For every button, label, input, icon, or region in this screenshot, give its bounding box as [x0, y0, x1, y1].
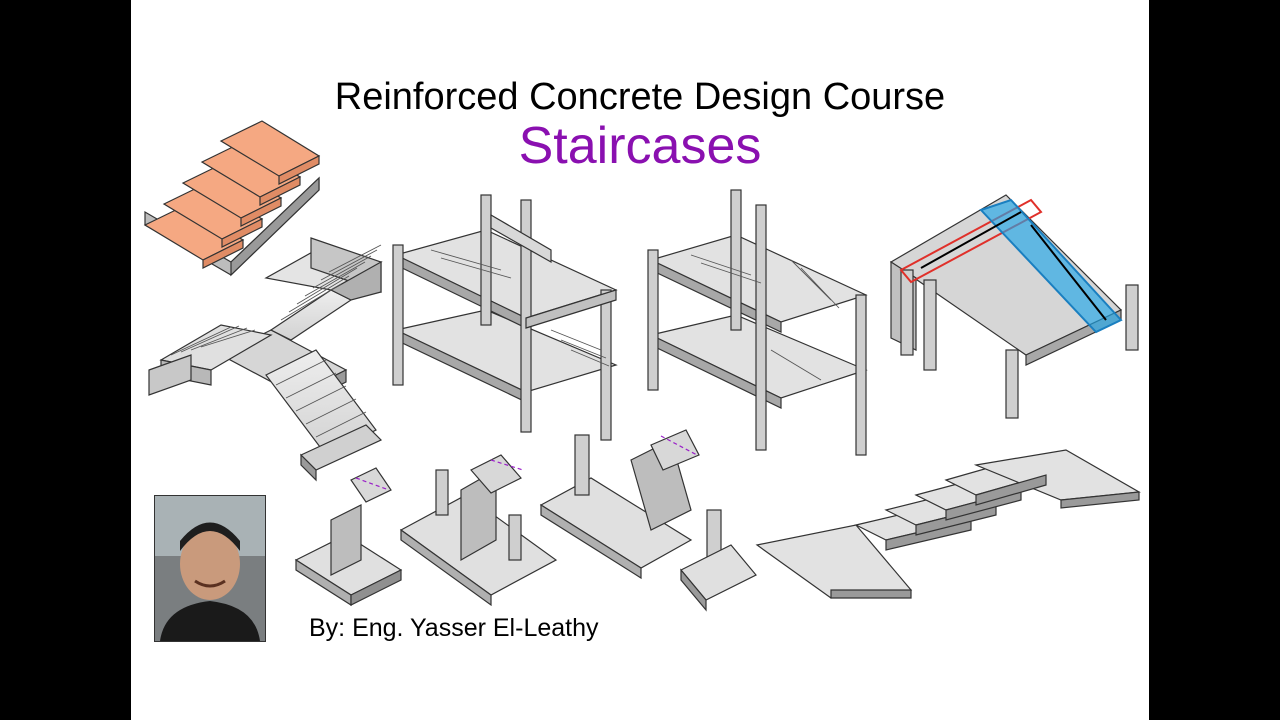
stair-flight-icon: [143, 120, 321, 277]
author-credit: By: Eng. Yasser El-Leathy: [309, 614, 599, 642]
author-photo: [154, 495, 266, 642]
stair-frame-icon: [392, 194, 618, 441]
stair-beam-icon: [889, 194, 1139, 419]
stair-footing-icon: [399, 454, 558, 607]
dog-leg-stair-icon: [148, 237, 383, 482]
course-title: Reinforced Concrete Design Course: [334, 76, 946, 118]
topic-title: Staircases: [518, 117, 762, 175]
slide: Reinforced Concrete Design Course Stairc…: [131, 0, 1149, 720]
stair-frame-icon: [647, 189, 868, 456]
stair-footing-icon: [294, 467, 403, 607]
straight-stair-icon: [755, 449, 1141, 599]
stair-footing-icon: [539, 429, 757, 612]
staircase-illustrations: [143, 120, 1141, 612]
